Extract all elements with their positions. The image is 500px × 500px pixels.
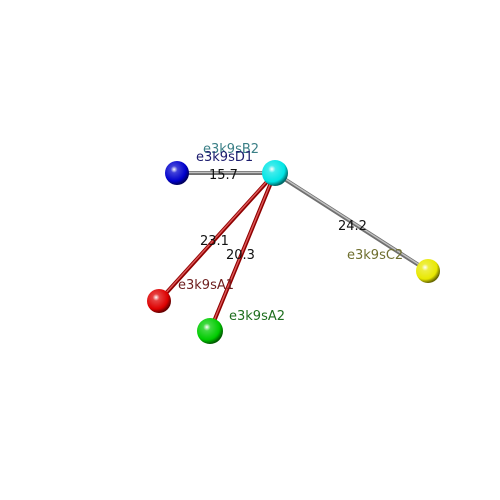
edges-layer bbox=[157, 171, 430, 333]
distance-label: 15.7 bbox=[209, 168, 238, 183]
bond-B2-A1 bbox=[157, 171, 277, 303]
distance-label: 23.1 bbox=[200, 234, 229, 249]
atom-C2-sphere[interactable] bbox=[416, 259, 440, 283]
atom-label-C2: e3k9sC2 bbox=[347, 248, 403, 263]
atom-label-B2: e3k9sB2 bbox=[203, 142, 259, 157]
bond-D1-B2 bbox=[175, 171, 277, 175]
atom-A2-sphere[interactable] bbox=[197, 318, 223, 344]
atom-label-A2: e3k9sA2 bbox=[229, 309, 285, 324]
atom-D1-sphere[interactable] bbox=[165, 161, 189, 185]
nodes-layer bbox=[147, 160, 440, 344]
distance-label: 20.3 bbox=[226, 248, 255, 263]
bond-B2-A2 bbox=[208, 171, 277, 333]
atom-B2-sphere[interactable] bbox=[262, 160, 288, 186]
atom-label-D1: e3k9sD1 bbox=[196, 150, 253, 165]
bond-B2-C2 bbox=[273, 171, 430, 273]
atom-label-A1: e3k9sA1 bbox=[178, 278, 234, 293]
distance-label: 24.2 bbox=[338, 219, 367, 234]
atom-A1-sphere[interactable] bbox=[147, 289, 171, 313]
